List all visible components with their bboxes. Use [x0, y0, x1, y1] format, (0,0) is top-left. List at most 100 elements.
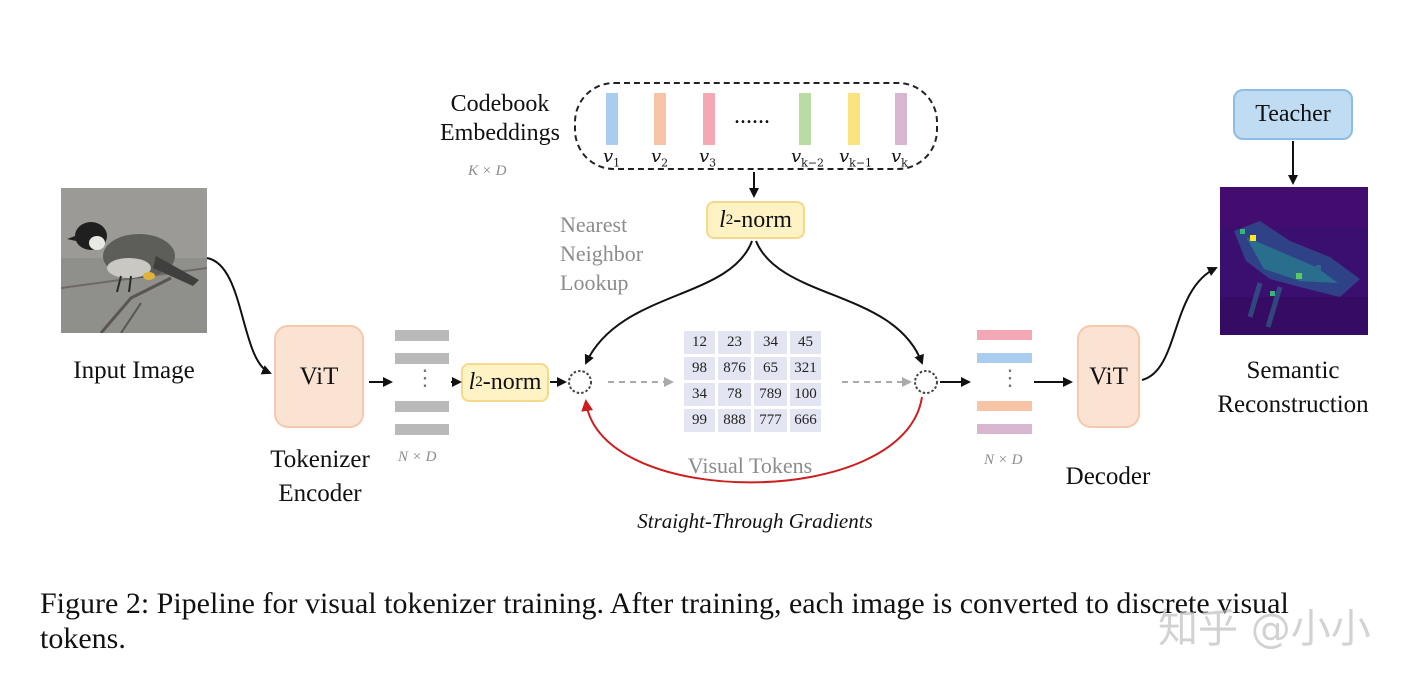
nearest-label-line2: Neighbor	[560, 241, 644, 266]
teacher-label: Teacher	[1255, 101, 1331, 127]
codebook-vector-symbol: v	[651, 146, 662, 167]
visual-tokens-label: Visual Tokens	[687, 453, 813, 478]
token-cell: 65	[754, 357, 787, 380]
output-token-bar	[977, 353, 1032, 363]
token-cell: 876	[718, 357, 751, 380]
encoder-token-bar	[395, 330, 449, 341]
codebook-vector-label: vk−1	[839, 146, 872, 170]
codebook-vector-symbol: v	[699, 146, 710, 167]
output-token-bar	[977, 401, 1032, 411]
output-token-bar	[977, 330, 1032, 340]
codebook-vector-label: v2	[651, 146, 668, 170]
codebook-vector-symbol: v	[603, 146, 614, 167]
codebook-vector-bar	[606, 93, 618, 145]
decoder-input-shape-label: N × D	[984, 452, 1023, 468]
tokenizer-label-line2: Encoder	[278, 480, 362, 507]
token-cell: 34	[754, 331, 787, 354]
codebook-vector-index: k−1	[849, 156, 873, 170]
arrow-decoder-to-heatmap	[1141, 266, 1218, 381]
token-cell: 98	[684, 357, 715, 380]
token-cell: 789	[754, 383, 787, 406]
codebook-vector-index: 2	[661, 156, 669, 170]
codebook-vector-bar	[703, 93, 715, 145]
codebook-vector-index: 3	[709, 156, 717, 170]
codebook-vector-symbol: v	[839, 146, 850, 167]
decoder-vit-label: ViT	[1089, 362, 1128, 390]
l2-norm-suffix: -norm	[733, 206, 792, 233]
codebook-vector-label: v3	[699, 146, 716, 170]
l2-norm-sub: 2	[725, 211, 734, 228]
semantic-reconstruction-heatmap	[1220, 187, 1368, 335]
token-cell: 99	[684, 409, 715, 432]
encoder-token-bar	[395, 353, 449, 364]
encoder-token-bar	[395, 424, 449, 435]
codebook-vector-bar	[799, 93, 811, 145]
arrow-image-to-encoder	[206, 257, 272, 375]
token-cell: 34	[684, 383, 715, 406]
codebook-label-line2: Embeddings	[440, 120, 560, 146]
lookup-node-left	[568, 370, 592, 394]
codebook-vector-bar	[654, 93, 666, 145]
codebook-vector-bar	[848, 93, 860, 145]
encoder-shape-label: N × D	[398, 449, 437, 465]
token-cell: 321	[790, 357, 821, 380]
token-cell: 100	[790, 383, 821, 406]
token-cell: 12	[684, 331, 715, 354]
codebook-vector-label: vk−2	[791, 146, 824, 170]
token-cell: 888	[718, 409, 751, 432]
l2-norm-suffix: -norm	[482, 369, 542, 395]
tokenizer-label-line1: Tokenizer	[270, 446, 370, 473]
token-cell: 777	[754, 409, 787, 432]
straight-through-gradient-arc	[581, 396, 923, 484]
token-cell: 666	[790, 409, 821, 432]
codebook-vector-index: k	[901, 156, 908, 170]
l2-norm-l: l	[468, 369, 476, 395]
codebook-ellipsis: ......	[734, 103, 770, 129]
encoder-vit-label: ViT	[299, 362, 339, 390]
lookup-node-right	[914, 370, 938, 394]
nearest-label-line1: Nearest	[560, 212, 628, 237]
encoder-token-vdots: ⋮	[414, 365, 436, 390]
token-cell: 78	[718, 383, 751, 406]
codebook-vector-index: 1	[613, 156, 621, 170]
straight-through-label: Straight-Through Gradients	[637, 509, 873, 533]
codebook-vector-bar	[895, 93, 907, 145]
encoder-vit-box: ViT	[274, 325, 364, 428]
figure-caption: Figure 2: Pipeline for visual tokenizer …	[40, 587, 1289, 655]
codebook-label-line1: Codebook	[450, 91, 550, 117]
codebook-vector-symbol: v	[891, 146, 902, 167]
arrow-norm-to-right-node	[755, 240, 924, 365]
codebook-vector-index: k−2	[801, 156, 825, 170]
codebook-shape-label: K × D	[468, 163, 507, 179]
decoder-vit-box: ViT	[1077, 325, 1140, 428]
l2-norm-sub: 2	[475, 374, 483, 390]
l2-norm-l: l	[719, 206, 726, 233]
codebook-vector-label: vk	[891, 146, 908, 170]
input-image-label: Input Image	[73, 357, 195, 384]
token-cell: 45	[790, 331, 821, 354]
token-cell: 23	[718, 331, 751, 354]
nearest-label-line3: Lookup	[560, 270, 629, 295]
codebook-vector-label: v1	[603, 146, 620, 170]
decoder-label: Decoder	[1065, 463, 1151, 490]
output-token-vdots: ⋮	[999, 365, 1021, 390]
watermark: 知乎 @小小	[1158, 606, 1371, 652]
input-bird-image	[61, 188, 207, 333]
arrow-norm-to-left-node	[584, 240, 753, 365]
codebook-container	[574, 82, 938, 170]
semantic-label-line1: Semantic	[1246, 357, 1340, 384]
semantic-label-line2: Reconstruction	[1217, 391, 1369, 418]
codebook-vector-symbol: v	[791, 146, 802, 167]
teacher-box: Teacher	[1233, 89, 1353, 140]
output-token-bar	[977, 424, 1032, 434]
encoder-token-bar	[395, 401, 449, 412]
